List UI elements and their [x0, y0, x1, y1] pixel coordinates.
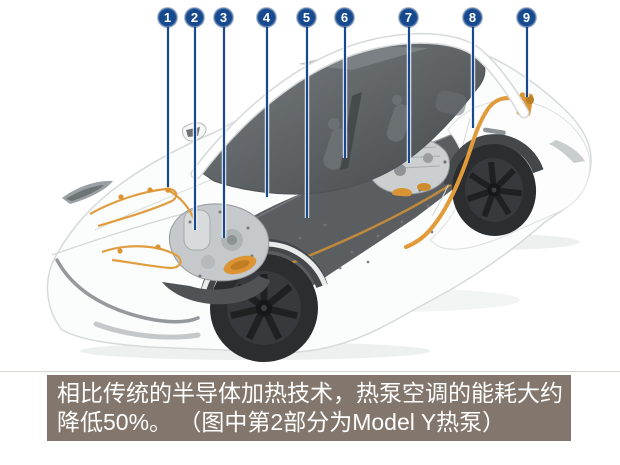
- tail-light: [549, 140, 585, 163]
- callout-2: 2: [185, 8, 204, 27]
- car-cutaway-illustration: [46, 27, 592, 362]
- caption-line-2: 降低50%。 （图中第2部分为Model Y热泵）: [57, 409, 506, 435]
- rear-wheel: [443, 134, 544, 236]
- caption-box: 相比传统的半导体加热技术，热泵空调的能耗大约 降低50%。 （图中第2部分为Mo…: [47, 375, 571, 441]
- door-handle: [483, 127, 506, 136]
- callout-6: 6: [335, 8, 354, 27]
- callout-7: 7: [399, 8, 418, 27]
- headlight: [62, 180, 113, 204]
- callout-4: 4: [257, 8, 276, 27]
- leader-lines: [165, 27, 530, 238]
- callout-8: 8: [463, 8, 482, 27]
- callout-3: 3: [214, 8, 233, 27]
- callout-1: 1: [158, 8, 177, 27]
- callout-9: 9: [517, 8, 536, 27]
- caption-line-1: 相比传统的半导体加热技术，热泵空调的能耗大约: [57, 380, 563, 406]
- caption-divider-line: [0, 371, 620, 372]
- callout-5: 5: [297, 8, 316, 27]
- roof-rail: [190, 32, 530, 180]
